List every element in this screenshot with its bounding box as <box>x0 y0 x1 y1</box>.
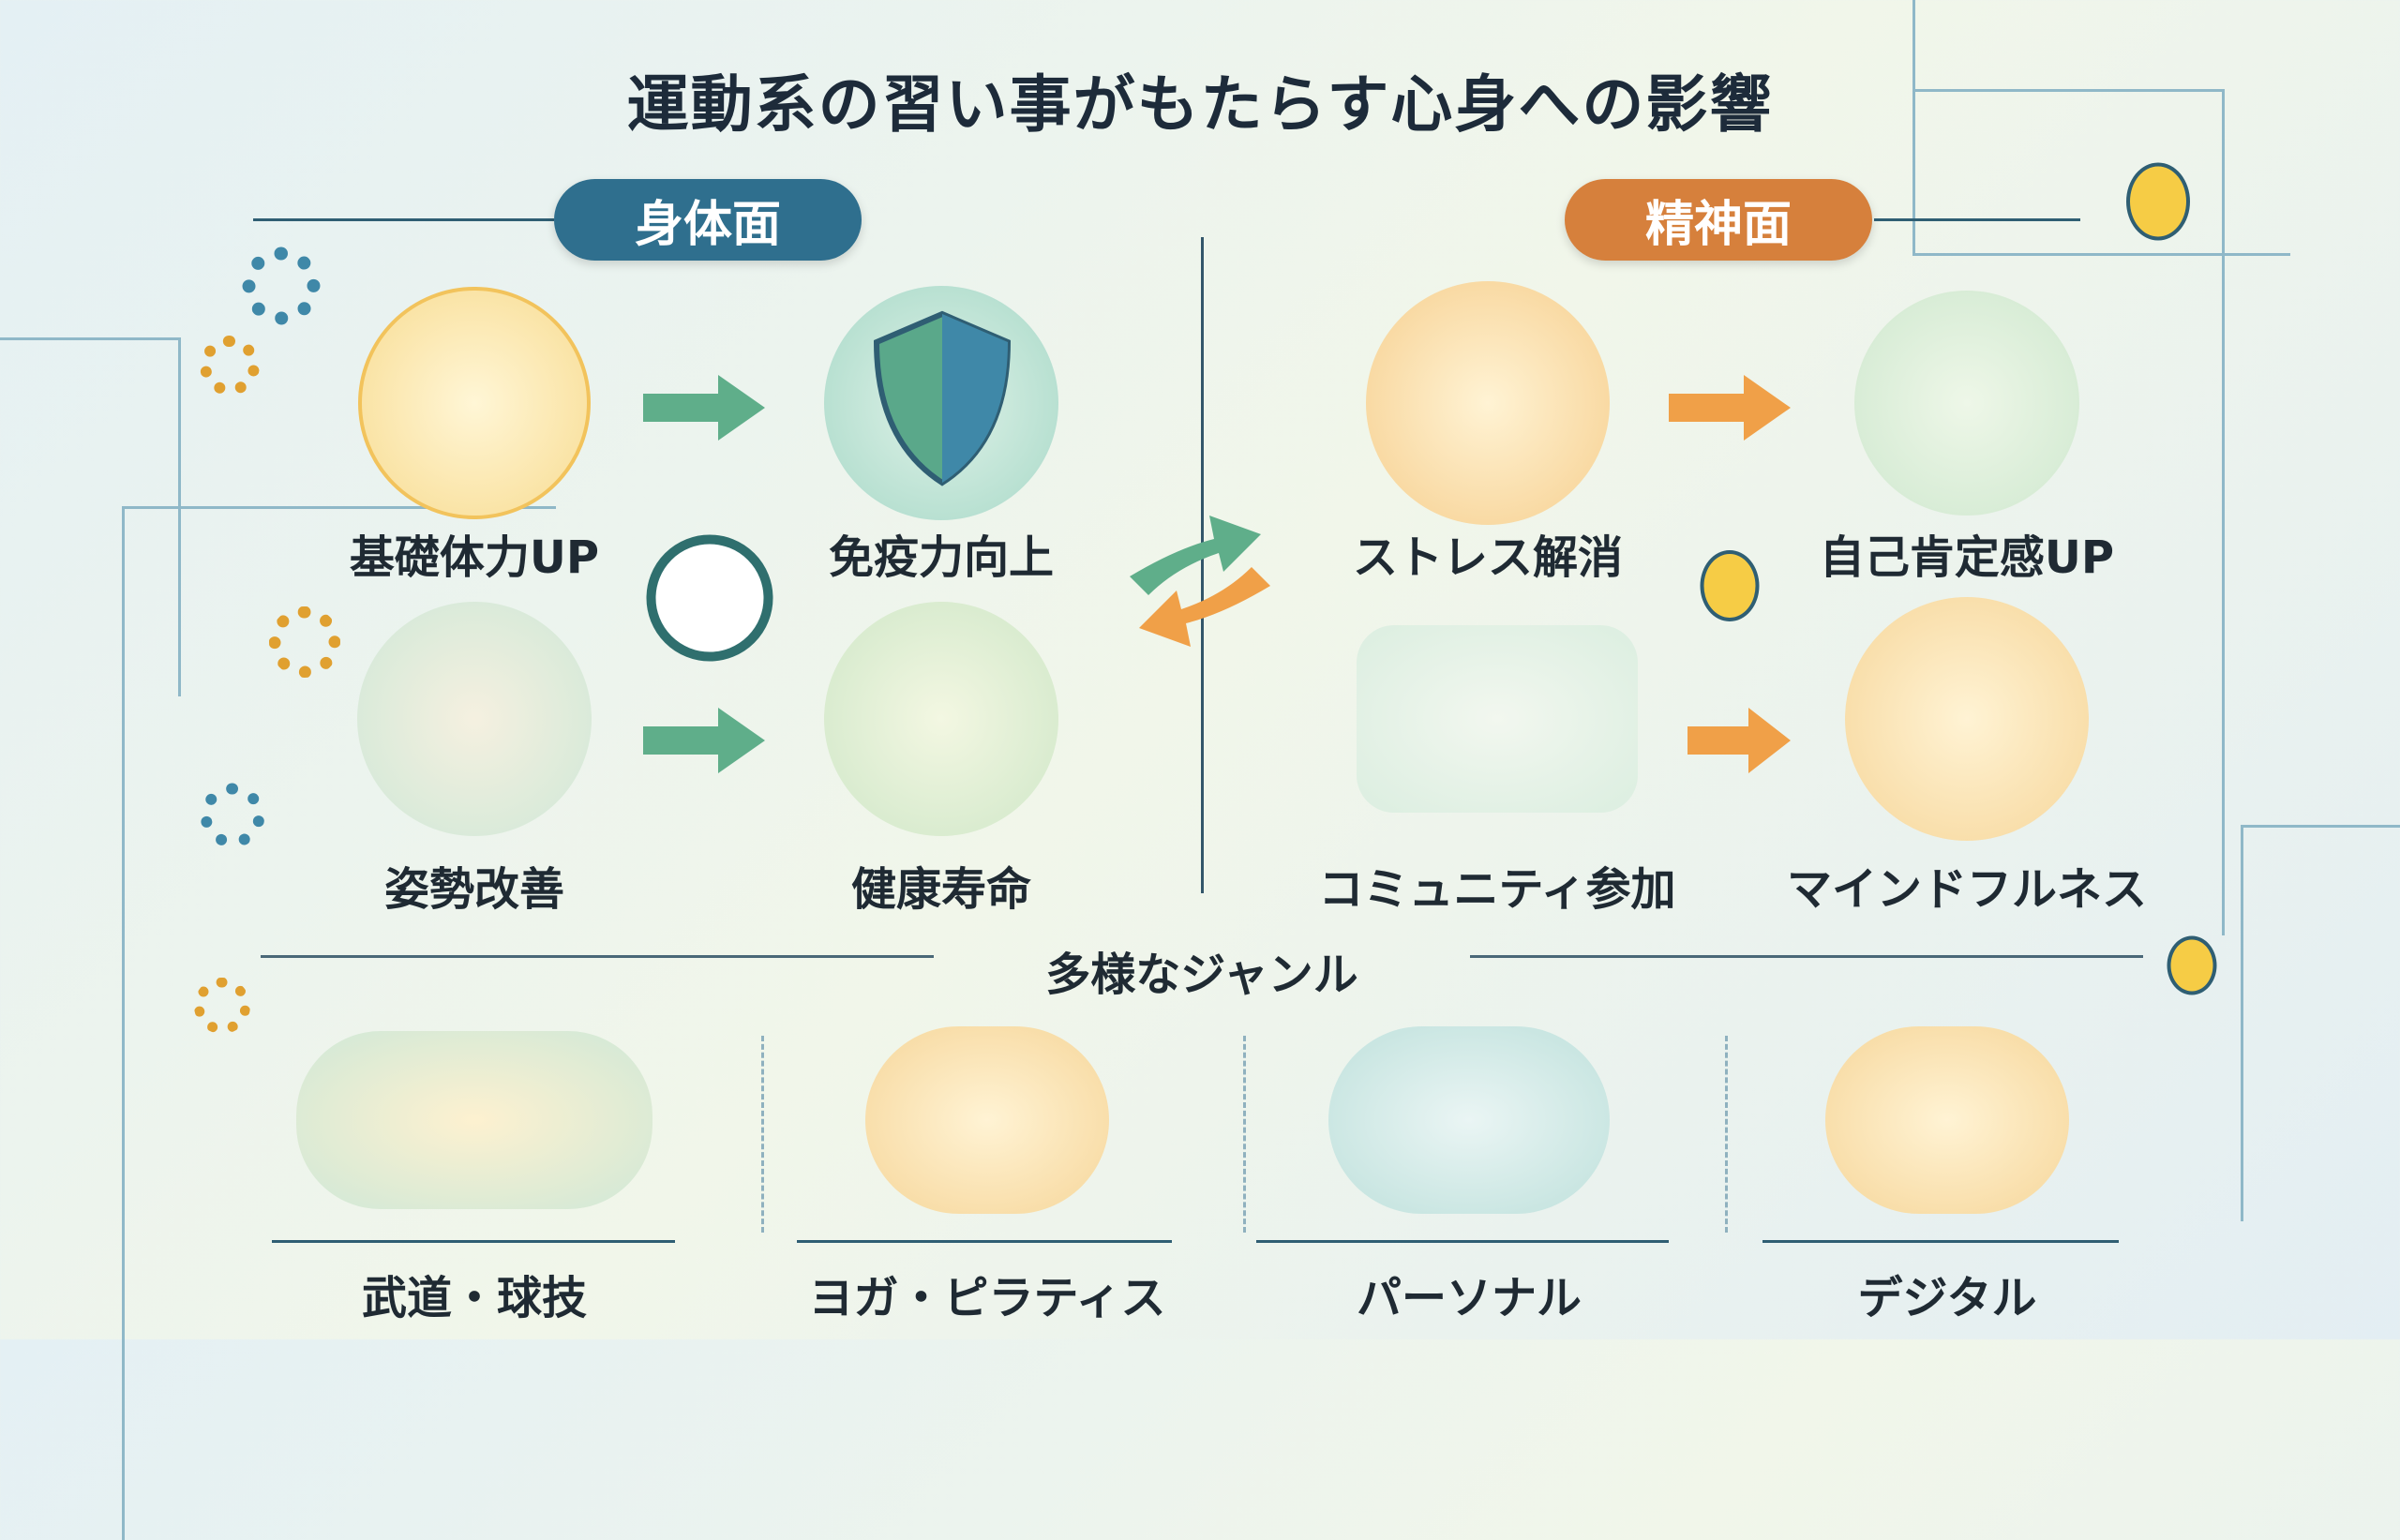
label-self-esteem: 自己肯定感UP <box>1819 531 2115 584</box>
meditation-illustration <box>1845 597 2089 841</box>
clock-icon <box>646 534 773 662</box>
page-title: 運動系の習い事がもたらす心身への影響 <box>626 68 1774 141</box>
thumbs-up-illustration <box>1854 291 2079 516</box>
center-divider <box>1201 237 1204 893</box>
label-posture: 姿勢改善 <box>383 863 565 916</box>
genre-martial-arts-ball-sports: 武道・球技 <box>361 1272 588 1324</box>
ground-line <box>1762 1240 2119 1243</box>
gear-icon <box>242 247 321 325</box>
genre-divider <box>1243 1036 1246 1233</box>
arrow-right-icon <box>643 375 765 441</box>
lightbulb-icon <box>2126 162 2190 241</box>
circuit-line <box>2241 825 2400 1221</box>
arrow-right-icon <box>1669 375 1791 441</box>
gear-icon <box>200 336 260 396</box>
label-community: コミュニティ参加 <box>1318 863 1676 916</box>
martial-arts-ball-sports-illustration <box>296 1031 652 1209</box>
label-basic-fitness: 基礎体力UP <box>349 531 600 584</box>
spine-illustration <box>357 602 592 836</box>
gear-icon <box>200 783 265 848</box>
label-healthy-lifespan: 健康寿命 <box>850 863 1032 916</box>
genre-personal: パーソナル <box>1356 1272 1582 1324</box>
elderly-walking-illustration <box>824 602 1058 836</box>
genre-divider <box>1725 1036 1728 1233</box>
genre-yoga-pilates: ヨガ・ピラティス <box>808 1272 1166 1324</box>
arrow-right-icon <box>1688 708 1791 773</box>
laughing-man-illustration <box>1366 281 1610 525</box>
ground-line <box>1256 1240 1669 1243</box>
divider <box>253 218 554 221</box>
divider <box>261 955 934 958</box>
cycle-arrows-icon <box>1130 516 1270 647</box>
circuit-line <box>122 506 556 1540</box>
gear-icon <box>269 606 340 678</box>
yoga-pilates-illustration <box>865 1026 1109 1214</box>
genre-divider <box>761 1036 764 1233</box>
community-illustration <box>1357 625 1638 813</box>
label-mindfulness: マインドフルネス <box>1786 863 2148 916</box>
label-immunity: 免疫力向上 <box>828 531 1055 584</box>
divider <box>1470 955 2143 958</box>
running-illustration <box>358 287 591 519</box>
shield-icon <box>873 310 1012 486</box>
circuit-line <box>0 337 181 696</box>
circuit-line <box>1912 0 2290 256</box>
genre-digital: デジタル <box>1857 1272 2037 1324</box>
mental-section-badge: 精神面 <box>1565 179 1872 261</box>
label-stress-relief: ストレス解消 <box>1352 531 1624 584</box>
lightbulb-icon <box>1700 550 1760 621</box>
personal-training-illustration <box>1328 1026 1610 1214</box>
digital-fitness-illustration <box>1825 1026 2069 1214</box>
circuit-line <box>1912 89 2225 935</box>
arrow-right-icon <box>643 708 765 773</box>
ground-line <box>797 1240 1172 1243</box>
lightbulb-icon <box>2167 935 2217 995</box>
divider <box>1874 218 2080 221</box>
physical-section-badge: 身体面 <box>554 179 862 261</box>
genres-heading: 多様なジャンル <box>1045 949 1358 1001</box>
ground-line <box>272 1240 675 1243</box>
gear-icon <box>194 978 250 1034</box>
